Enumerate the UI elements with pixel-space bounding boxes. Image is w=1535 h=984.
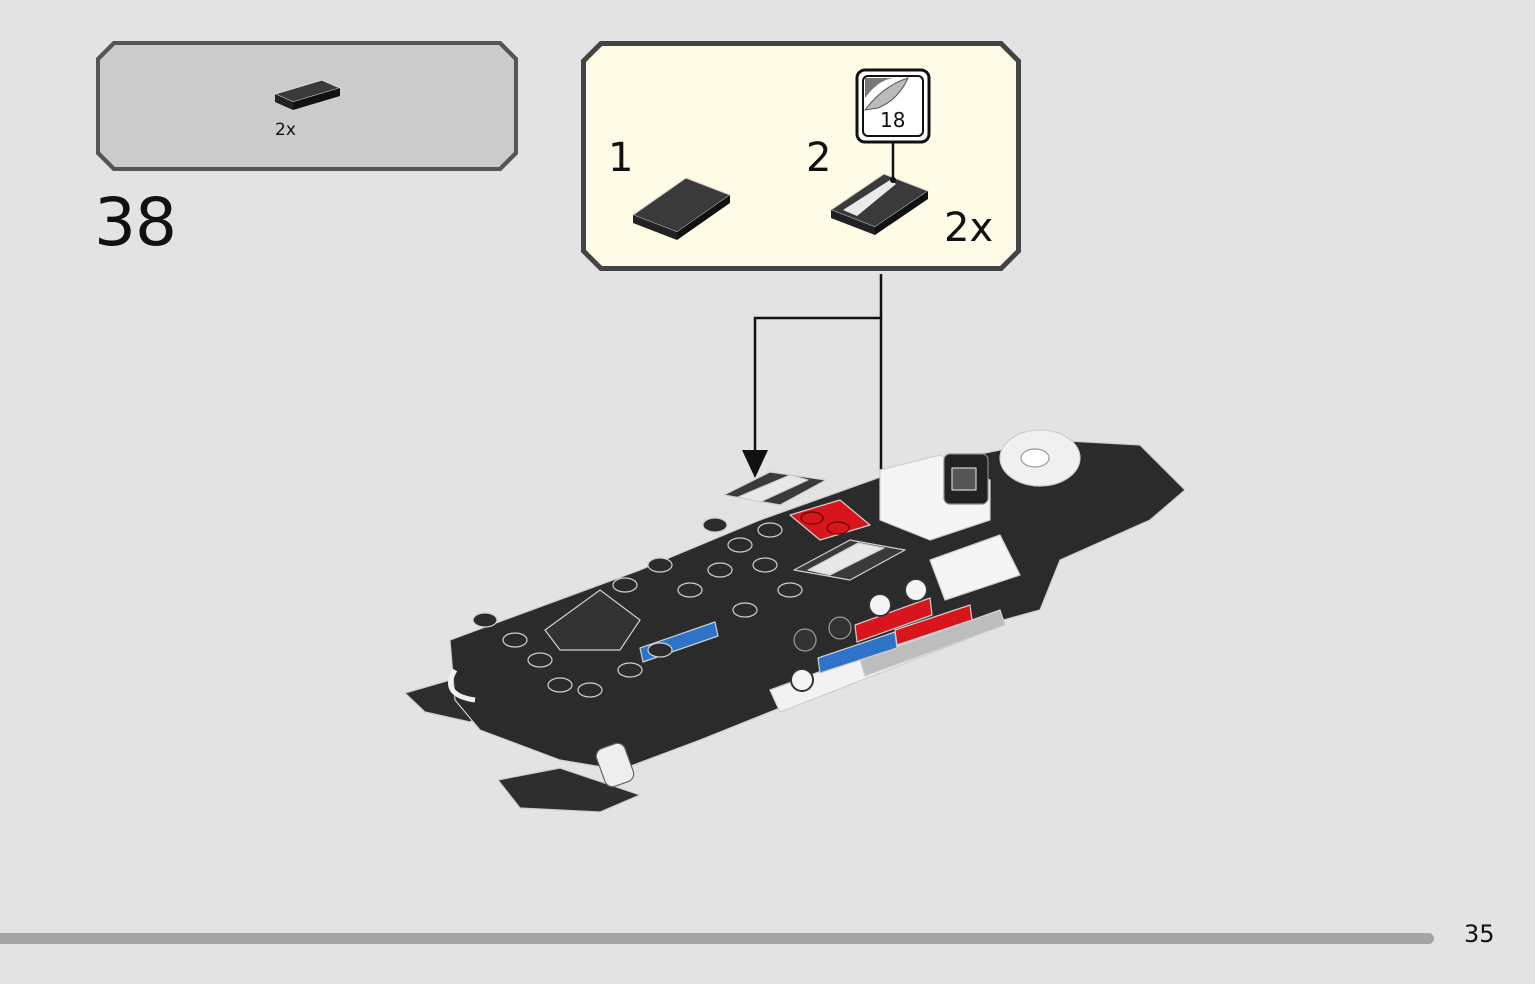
page-progress-bar: [0, 933, 1434, 944]
parts-quantity-label: 2x: [275, 120, 296, 140]
flat-tile-1x2-black-icon: [631, 177, 732, 240]
sticker-number: 18: [880, 108, 906, 132]
page-number: 35: [1464, 920, 1495, 948]
subassembly-quantity-label: 2x: [944, 205, 994, 251]
car-model-icon: [404, 429, 1186, 813]
substep-2-number: 2: [806, 135, 832, 181]
step-number: 38: [94, 184, 177, 261]
parts-callout-panel: [96, 41, 518, 171]
flat-tile-1x2-black-icon: [273, 79, 342, 110]
sticker-indicator-icon: [855, 68, 931, 183]
arrow-head-left-icon: [742, 450, 768, 478]
substep-1-number: 1: [608, 135, 634, 181]
flat-tile-1x2-stickered-icon: [829, 173, 930, 235]
subassembly-callout-panel: [581, 41, 1021, 271]
